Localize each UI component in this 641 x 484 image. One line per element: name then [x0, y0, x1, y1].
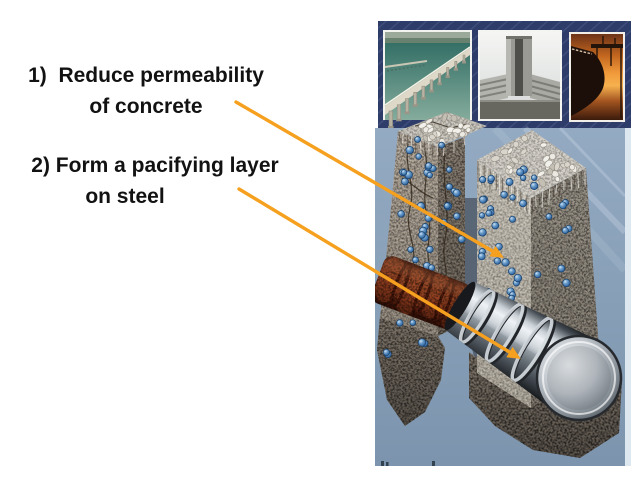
- bridge-photo: [383, 30, 472, 129]
- cutoff-caption-marks: [381, 461, 435, 466]
- objective-1-line1: 1) Reduce permeability: [28, 64, 264, 87]
- aggregate-pebbles: [490, 134, 578, 188]
- objective-1: 1) Reduce permeability of concrete: [18, 60, 274, 122]
- objective-2-line2: on steel: [85, 185, 165, 208]
- objective-1-line2: of concrete: [89, 95, 203, 118]
- objective-2-line1: 2) Form a pacifying layer: [31, 154, 279, 177]
- objective-2: 2) Form a pacifying layer on steel: [12, 150, 298, 212]
- building-photo: [478, 30, 562, 121]
- corrosion-illustration: [375, 21, 631, 466]
- ship-photo: [569, 32, 625, 122]
